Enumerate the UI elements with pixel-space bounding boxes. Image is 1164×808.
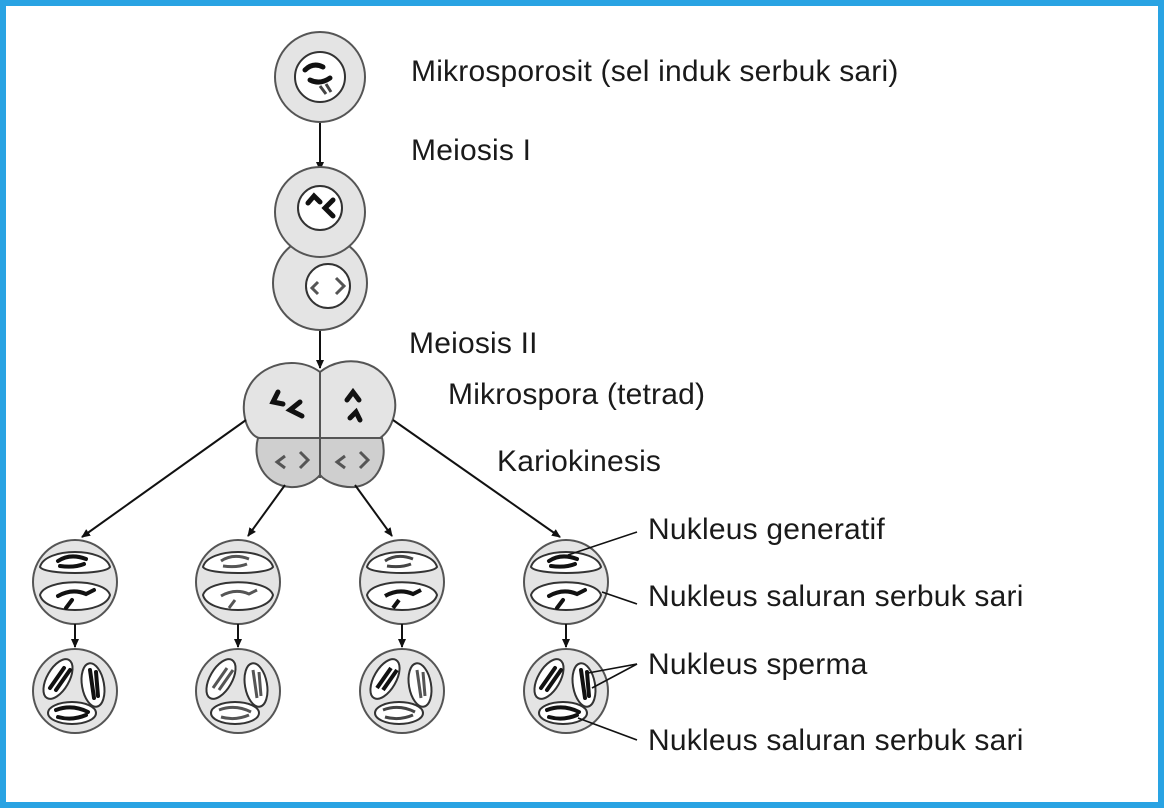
label-kariokinesis: Kariokinesis [497, 445, 662, 478]
mature-pollen-4 [523, 648, 609, 734]
label-pointer-lines [567, 531, 638, 741]
mature-pollen-3 [359, 648, 445, 734]
label-nukleus-sperma: Nukleus sperma [648, 648, 868, 681]
dyad-cells [272, 166, 368, 331]
microspore-3 [359, 539, 445, 625]
mature-pollen-1 [32, 648, 118, 734]
label-mikrosporosit: Mikrosporosit (sel induk serbuk sari) [411, 55, 899, 88]
label-nukleus-saluran-1: Nukleus saluran serbuk sari [648, 580, 1024, 613]
microspore-4 [523, 539, 609, 625]
label-nukleus-saluran-2: Nukleus saluran serbuk sari [648, 724, 1024, 757]
label-meiosis-2: Meiosis II [409, 327, 538, 360]
maturation-arrows [71, 624, 570, 648]
microspore-1 [32, 539, 118, 625]
microsporocyte-cell [274, 31, 366, 123]
microspore-2 [195, 539, 281, 625]
label-mikrospora: Mikrospora (tetrad) [448, 378, 706, 411]
mature-pollen-row [32, 648, 609, 734]
kariokinesis-arrows [81, 419, 561, 538]
microspore-row [32, 539, 609, 625]
tetrad-cells [242, 360, 397, 489]
label-meiosis-1: Meiosis I [411, 134, 532, 167]
mature-pollen-2 [195, 648, 281, 734]
label-nukleus-generatif: Nukleus generatif [648, 513, 885, 546]
